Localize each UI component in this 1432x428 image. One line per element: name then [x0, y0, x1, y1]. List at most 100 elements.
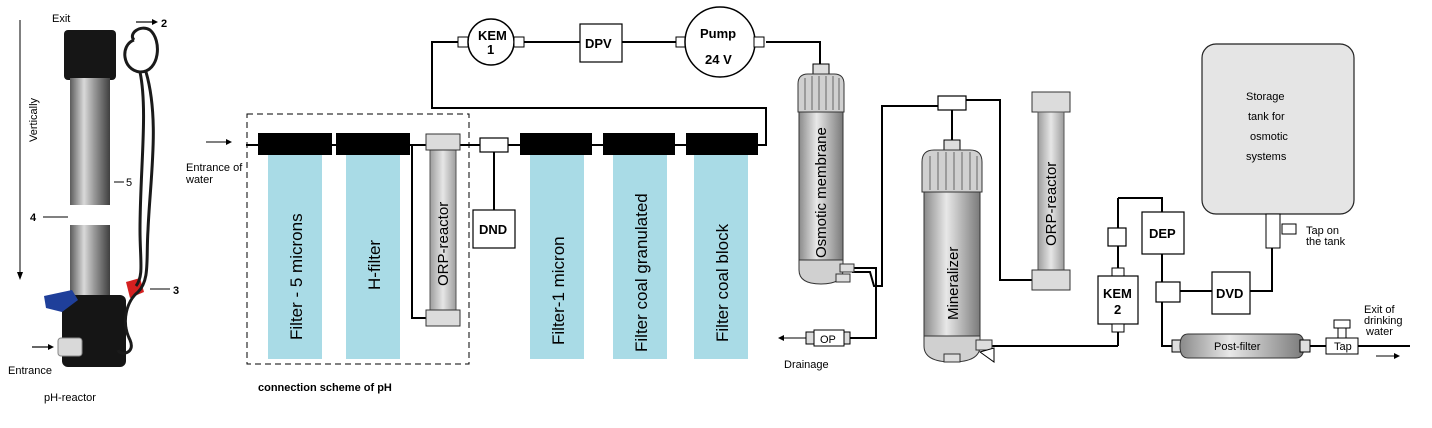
mineralizer: Mineralizer — [921, 139, 995, 363]
ph-scheme-dashed-box — [246, 113, 470, 365]
filter-1-micron-label: Filter-1 micron — [549, 236, 568, 345]
blue-clamp — [44, 290, 78, 312]
exit-water-arrow-head — [1394, 353, 1400, 359]
marker-2: 2 — [161, 18, 167, 30]
tank-label-3: osmotic — [1250, 131, 1288, 143]
drainage-label: Drainage — [784, 359, 829, 371]
membrane-out-2 — [835, 273, 851, 283]
tank-label-2: tank for — [1248, 111, 1285, 123]
mineralizer-out — [975, 339, 993, 351]
kem2-fitting-bottom — [1111, 323, 1125, 333]
orp-reactor-2-top — [1031, 91, 1071, 113]
mineralizer-tee — [937, 95, 967, 111]
orp-reactor-1-bottom — [425, 309, 461, 327]
kem2-box — [1097, 275, 1139, 325]
filter-coal-granulated-label: Filter coal granulated — [632, 193, 651, 352]
membrane-bottom — [798, 259, 844, 285]
mineralizer-drain — [943, 353, 961, 363]
op-fitting-left — [805, 331, 815, 345]
mineralizer-top-cap — [921, 149, 983, 193]
vertically-label: Vertically — [28, 97, 40, 142]
filter-coal-granulated-cap — [603, 133, 675, 155]
op-label: OP — [820, 334, 836, 346]
pipe-orp-filter — [411, 145, 426, 319]
entrance-arrow-head — [48, 344, 54, 350]
kem1-label-1: KEM — [478, 28, 507, 43]
pipe-tee-dep — [1118, 197, 1163, 212]
pipe-dvd-tank — [1246, 248, 1273, 292]
h-filter-cap — [336, 133, 410, 155]
h-filter-body — [346, 155, 400, 359]
orp-reactor-2-bottom — [1031, 269, 1071, 291]
post-filter-assembly: Post-filter Tap Exit of drinking water — [1171, 304, 1403, 359]
membrane-label: Osmotic membrane — [813, 127, 830, 258]
entrance-label: Entrance — [8, 365, 52, 377]
control-valves: KEM 2 DEP DVD — [1097, 211, 1251, 333]
post-filter-fitting-right — [1299, 339, 1311, 353]
filter-coal-block-label: Filter coal block — [713, 223, 732, 342]
ph-reactor-caption: pH-reactor — [44, 392, 96, 404]
pipe-to-pump-loop — [431, 41, 767, 146]
dvd-label: DVD — [1216, 286, 1243, 301]
pipe-tee-post — [1161, 300, 1178, 347]
exit-arrow-head — [152, 19, 158, 25]
sensor-cable — [116, 26, 159, 355]
marker-3: 3 — [173, 285, 179, 297]
mineralizer-valve — [978, 347, 995, 363]
reactor-band-1 — [68, 205, 112, 225]
filter-coal-granulated-body — [613, 155, 667, 359]
membrane-body — [798, 111, 844, 263]
drain-arrow-head — [778, 335, 784, 341]
dpv-label: DPV — [585, 36, 612, 51]
mineralizer-fitting-top — [943, 139, 961, 151]
post-filter-body — [1179, 333, 1305, 359]
filter-1-micron-cap — [520, 133, 592, 155]
filter-coal-block-body — [694, 155, 748, 359]
mineralizer-cap-ribs — [929, 152, 978, 190]
vertical-arrow-head — [17, 272, 23, 280]
post-filter-label: Post-filter — [1214, 341, 1261, 353]
pump-label-2: 24 V — [705, 52, 732, 67]
tee-upper — [1107, 227, 1127, 247]
h-filter-label: H-filter — [365, 240, 384, 290]
membrane-fitting-top — [812, 63, 830, 75]
kem2-label-2: 2 — [1114, 302, 1121, 317]
water-inlet: Entrance of water — [185, 139, 243, 186]
reactor-entrance-fitting — [57, 337, 83, 357]
marker-4: 4 — [30, 212, 37, 224]
tap-on-tank-label-2: the tank — [1306, 236, 1346, 248]
filter-5-microns-cap — [258, 133, 332, 155]
mineralizer-label: Mineralizer — [945, 247, 962, 320]
filter-5-microns-body — [268, 155, 322, 359]
tee-lower — [1155, 281, 1181, 303]
tank-label-4: systems — [1246, 151, 1287, 163]
filter-1-micron-body — [530, 155, 584, 359]
dep-label: DEP — [1149, 226, 1176, 241]
orp-reactor-2-label: ORP-reactor — [1043, 162, 1060, 246]
osmotic-membrane: Osmotic membrane — [797, 63, 855, 285]
ph-scheme-caption: connection scheme of pH — [258, 382, 392, 394]
sensor-cable-2 — [134, 71, 146, 287]
kem2-label-1: KEM — [1103, 286, 1132, 301]
top-line: KEM 1 DPV Pump 24 V — [457, 6, 765, 78]
dnd-assembly: DND — [472, 137, 516, 249]
orp-reactor-1-body — [429, 147, 457, 315]
inlet-label-1: Entrance of — [186, 162, 243, 174]
dnd-label: DND — [479, 222, 507, 237]
pump-fitting-right — [753, 36, 765, 48]
tap-label: Tap — [1334, 341, 1352, 353]
orp-reactor-2: ORP-reactor — [1031, 91, 1071, 291]
tank-tap-icon[interactable] — [1281, 223, 1297, 235]
marker-5: 5 — [126, 177, 132, 189]
tank-label-1: Storage — [1246, 91, 1285, 103]
orp-reactor-1-top — [425, 133, 461, 151]
pipe-tee-orp — [966, 99, 1034, 281]
filter-coal-block-cap — [686, 133, 758, 155]
mineralizer-body — [923, 191, 981, 339]
tap-handle-icon[interactable] — [1333, 319, 1351, 329]
pipe-drain — [846, 267, 877, 339]
inlet-arrow-head — [226, 139, 232, 145]
dpv-box — [579, 23, 623, 63]
